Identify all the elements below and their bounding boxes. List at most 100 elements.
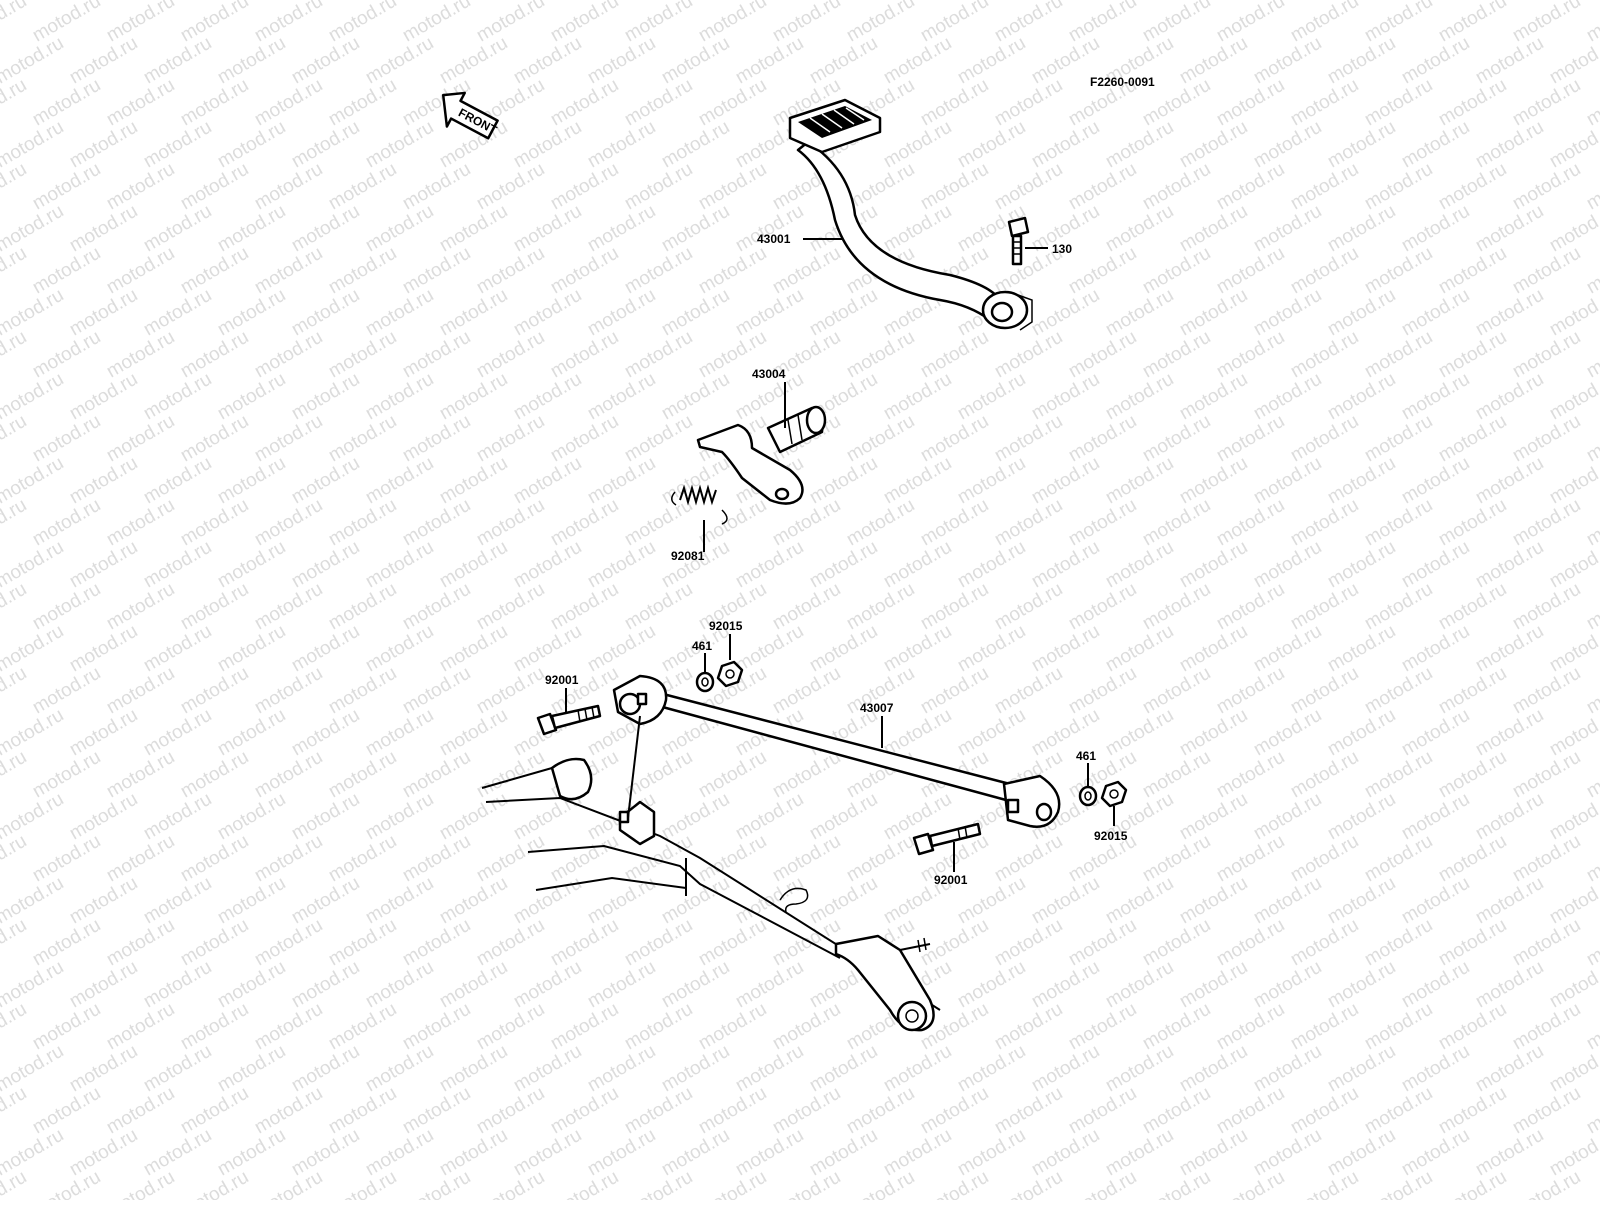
watermark-text: motod.ru xyxy=(288,957,363,1013)
watermark-text: motod.ru xyxy=(362,285,437,341)
watermark-text: motod.ru xyxy=(584,957,659,1013)
watermark-text: motod.ru xyxy=(140,789,215,845)
label-461-front: 461 xyxy=(692,639,712,653)
watermark-text: motod.ru xyxy=(1287,999,1362,1055)
watermark-text: motod.ru xyxy=(1435,1167,1510,1200)
watermark-text: motod.ru xyxy=(510,33,585,89)
watermark-text: motod.ru xyxy=(1509,495,1584,551)
watermark-text: motod.ru xyxy=(584,369,659,425)
watermark-text: motod.ru xyxy=(1398,201,1473,257)
watermark-text: motod.ru xyxy=(880,369,955,425)
watermark-text: motod.ru xyxy=(1583,915,1600,971)
watermark-text: motod.ru xyxy=(954,33,1029,89)
watermark-text: motod.ru xyxy=(288,1041,363,1097)
watermark-text: motod.ru xyxy=(362,873,437,929)
watermark-text: motod.ru xyxy=(473,663,548,719)
watermark-text: motod.ru xyxy=(103,243,178,299)
watermark-text: motod.ru xyxy=(1361,411,1436,467)
watermark-text: motod.ru xyxy=(288,537,363,593)
watermark-text: motod.ru xyxy=(510,453,585,509)
watermark-text: motod.ru xyxy=(1250,1125,1325,1181)
watermark-text: motod.ru xyxy=(1139,1083,1214,1139)
watermark-text: motod.ru xyxy=(1472,453,1547,509)
watermark-text: motod.ru xyxy=(103,831,178,887)
watermark-text: motod.ru xyxy=(1102,1125,1177,1181)
watermark-text: motod.ru xyxy=(1287,243,1362,299)
watermark-text: motod.ru xyxy=(1213,999,1288,1055)
watermark-text: motod.ru xyxy=(1361,579,1436,635)
watermark-text: motod.ru xyxy=(1472,1041,1547,1097)
watermark-text: motod.ru xyxy=(880,33,955,89)
watermark-text: motod.ru xyxy=(140,285,215,341)
watermark-text: motod.ru xyxy=(251,75,326,131)
watermark-text: motod.ru xyxy=(362,537,437,593)
watermark-text: motod.ru xyxy=(1102,537,1177,593)
watermark-text: motod.ru xyxy=(473,747,548,803)
watermark-text: motod.ru xyxy=(1176,201,1251,257)
watermark-text: motod.ru xyxy=(1361,747,1436,803)
watermark-text: motod.ru xyxy=(991,915,1066,971)
watermark-text: motod.ru xyxy=(325,915,400,971)
watermark-text: motod.ru xyxy=(695,75,770,131)
watermark-text: motod.ru xyxy=(769,243,844,299)
watermark-text: motod.ru xyxy=(436,369,511,425)
watermark-text: motod.ru xyxy=(436,1041,511,1097)
watermark-text: motod.ru xyxy=(1398,873,1473,929)
watermark-text: motod.ru xyxy=(399,663,474,719)
watermark-text: motod.ru xyxy=(1250,621,1325,677)
watermark-text: motod.ru xyxy=(1583,1167,1600,1200)
watermark-text: motod.ru xyxy=(1361,1167,1436,1200)
watermark-text: motod.ru xyxy=(66,621,141,677)
watermark-text: motod.ru xyxy=(436,705,511,761)
watermark-text: motod.ru xyxy=(547,579,622,635)
watermark-text: motod.ru xyxy=(1509,159,1584,215)
watermark-text: motod.ru xyxy=(1398,369,1473,425)
watermark-text: motod.ru xyxy=(436,285,511,341)
watermark-text: motod.ru xyxy=(621,1083,696,1139)
watermark-text: motod.ru xyxy=(769,747,844,803)
watermark-text: motod.ru xyxy=(1324,453,1399,509)
watermark-text: motod.ru xyxy=(473,243,548,299)
watermark-text: motod.ru xyxy=(29,579,104,635)
watermark-text: motod.ru xyxy=(251,831,326,887)
watermark-text: motod.ru xyxy=(1472,33,1547,89)
watermark-text: motod.ru xyxy=(1472,117,1547,173)
watermark-text: motod.ru xyxy=(399,159,474,215)
watermark-text: motod.ru xyxy=(1398,285,1473,341)
watermark-text: motod.ru xyxy=(1583,1083,1600,1139)
watermark-text: motod.ru xyxy=(917,495,992,551)
watermark-text: motod.ru xyxy=(991,159,1066,215)
watermark-text: motod.ru xyxy=(362,789,437,845)
watermark-text: motod.ru xyxy=(1102,201,1177,257)
watermark-text: motod.ru xyxy=(399,0,474,46)
watermark-text: motod.ru xyxy=(1102,957,1177,1013)
watermark-text: motod.ru xyxy=(140,33,215,89)
watermark-text: motod.ru xyxy=(0,411,30,467)
watermark-text: motod.ru xyxy=(214,117,289,173)
watermark-text: motod.ru xyxy=(1398,957,1473,1013)
watermark-text: motod.ru xyxy=(214,705,289,761)
watermark-text: motod.ru xyxy=(510,621,585,677)
watermark-text: motod.ru xyxy=(954,621,1029,677)
watermark-text: motod.ru xyxy=(1139,495,1214,551)
watermark-text: motod.ru xyxy=(954,537,1029,593)
watermark-text: motod.ru xyxy=(1324,1041,1399,1097)
watermark-text: motod.ru xyxy=(843,1167,918,1200)
watermark-text: motod.ru xyxy=(769,663,844,719)
watermark-text: motod.ru xyxy=(547,0,622,46)
watermark-text: motod.ru xyxy=(1176,369,1251,425)
watermark-text: motod.ru xyxy=(695,999,770,1055)
watermark-text: motod.ru xyxy=(695,0,770,46)
watermark-text: motod.ru xyxy=(177,159,252,215)
watermark-text: motod.ru xyxy=(1213,495,1288,551)
watermark-text: motod.ru xyxy=(1176,1041,1251,1097)
watermark-text: motod.ru xyxy=(1435,1083,1510,1139)
watermark-text: motod.ru xyxy=(399,579,474,635)
watermark-text: motod.ru xyxy=(1583,75,1600,131)
watermark-text: motod.ru xyxy=(621,999,696,1055)
watermark-text: motod.ru xyxy=(547,1167,622,1200)
watermark-text: motod.ru xyxy=(584,453,659,509)
watermark-text: motod.ru xyxy=(1176,537,1251,593)
watermark-text: motod.ru xyxy=(510,1125,585,1181)
watermark-text: motod.ru xyxy=(1435,747,1510,803)
